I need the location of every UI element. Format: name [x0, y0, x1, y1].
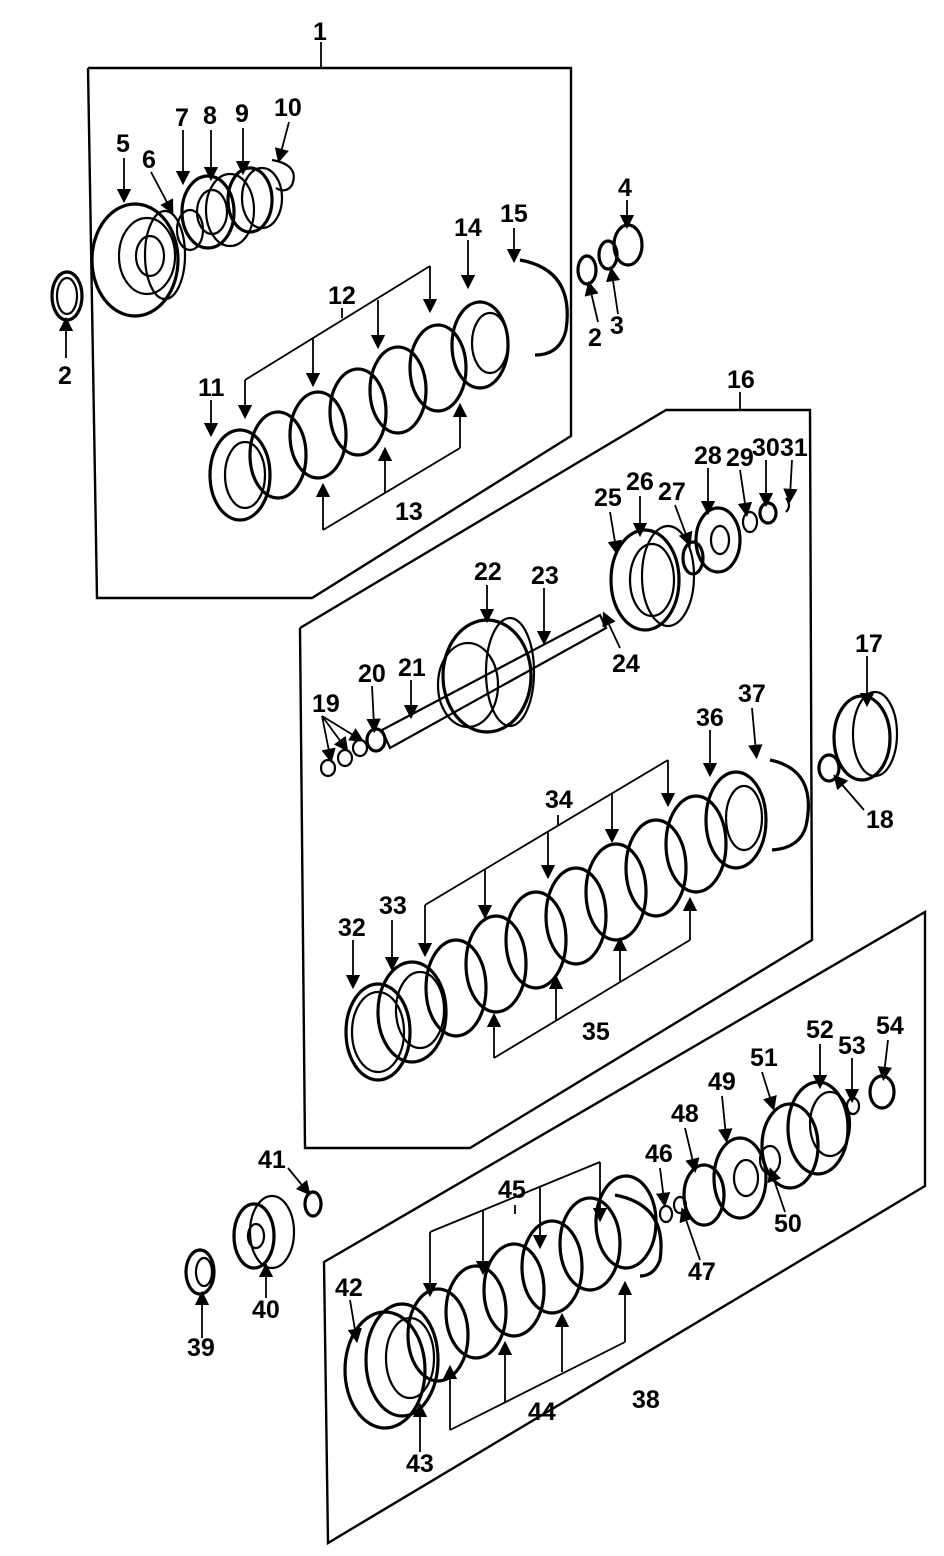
part-40-gear — [232, 1194, 296, 1270]
clutch-pack-34-35 — [344, 770, 768, 1082]
part-17-gear — [832, 690, 899, 782]
part-41-ring — [303, 1190, 323, 1218]
callout-51: 51 — [750, 1044, 778, 1072]
callout-14: 14 — [454, 214, 482, 242]
callout-5: 5 — [116, 130, 130, 158]
callout-19: 19 — [312, 690, 340, 718]
part-37-snap-ring — [769, 758, 810, 852]
assembly-38-group — [322, 909, 927, 1546]
callout-labels: 1 2 5 6 7 8 9 10 11 12 13 14 15 4 2 3 16… — [58, 18, 904, 1478]
callout-30: 30 — [752, 434, 780, 462]
callout-41: 41 — [258, 1146, 286, 1174]
callout-10: 10 — [274, 94, 302, 122]
part-49-piston — [712, 1136, 768, 1220]
callout-33: 33 — [379, 892, 407, 920]
callout-18: 18 — [866, 806, 894, 834]
callout-36: 36 — [696, 704, 724, 732]
part-51-plate — [760, 1102, 820, 1190]
callout-47: 47 — [688, 1258, 716, 1286]
part-5-carrier — [90, 202, 187, 318]
clutch-pack-12-13 — [208, 300, 510, 522]
assembly-16-group — [298, 392, 814, 1150]
callout-9: 9 — [235, 100, 249, 128]
assembly-1-group — [50, 42, 573, 600]
part-52-gear — [786, 1080, 852, 1176]
callout-29: 29 — [726, 444, 754, 472]
callout-48: 48 — [671, 1100, 699, 1128]
callout-46: 46 — [645, 1140, 673, 1168]
callout-17: 17 — [855, 630, 883, 658]
assembly-38-frame — [322, 909, 927, 1546]
callout-43: 43 — [406, 1450, 434, 1478]
callout-34: 34 — [545, 786, 573, 814]
callout-49: 49 — [708, 1068, 736, 1096]
callout-28: 28 — [694, 442, 722, 470]
part-48-plate — [682, 1163, 726, 1227]
callout-4: 4 — [618, 174, 632, 202]
callout-53: 53 — [838, 1032, 866, 1060]
part-18-ring — [817, 753, 841, 783]
callout-24: 24 — [612, 650, 640, 678]
callout-27: 27 — [658, 478, 686, 506]
callout-16: 16 — [727, 366, 755, 394]
part-25-26-drum — [609, 524, 696, 632]
callout-26: 26 — [626, 468, 654, 496]
callout-11: 11 — [198, 374, 225, 402]
callout-37: 37 — [738, 680, 766, 708]
callout-21: 21 — [398, 654, 426, 682]
part-28-plate — [694, 506, 742, 574]
callout-39: 39 — [187, 1334, 215, 1362]
part-27-ring — [681, 540, 705, 576]
callout-40: 40 — [252, 1296, 280, 1324]
callout-6: 6 — [142, 146, 156, 174]
rings-2-3-4 — [576, 223, 644, 286]
callout-25: 25 — [594, 484, 622, 512]
part-54-ring — [868, 1074, 896, 1110]
callout-8: 8 — [203, 102, 217, 130]
callout-50: 50 — [774, 1210, 802, 1238]
part-43-plate — [364, 1302, 440, 1418]
callout-52: 52 — [806, 1016, 834, 1044]
callout-12: 12 — [328, 282, 356, 310]
clutch-pack-44-45 — [406, 1174, 658, 1383]
callout-32: 32 — [338, 914, 366, 942]
part-15-snap-ring — [519, 258, 569, 357]
callout-45: 45 — [498, 1176, 526, 1204]
callout-44: 44 — [528, 1398, 556, 1426]
part-46-snap-ring — [614, 1193, 663, 1278]
callout-3: 3 — [610, 312, 624, 340]
part-10-snap-ring — [271, 158, 295, 192]
callout-38: 38 — [632, 1386, 660, 1414]
part-9-bearing — [226, 166, 284, 234]
callout-31: 31 — [780, 434, 808, 462]
callout-13: 13 — [395, 498, 423, 526]
callout-15: 15 — [500, 200, 528, 228]
callout-22: 22 — [474, 558, 502, 586]
callout-35: 35 — [582, 1018, 610, 1046]
callout-42: 42 — [335, 1274, 363, 1302]
leader-lines — [58, 121, 892, 1452]
callout-54: 54 — [876, 1012, 904, 1040]
callout-2-right: 2 — [588, 324, 602, 352]
callout-7: 7 — [175, 104, 189, 132]
callout-23: 23 — [531, 562, 559, 590]
assembly-16-frame — [298, 408, 814, 1150]
part-39-ring — [184, 1248, 216, 1296]
callout-1: 1 — [313, 18, 327, 46]
callout-2-left: 2 — [58, 362, 72, 390]
assembly-1-frame — [86, 66, 573, 600]
callout-20: 20 — [358, 660, 386, 688]
